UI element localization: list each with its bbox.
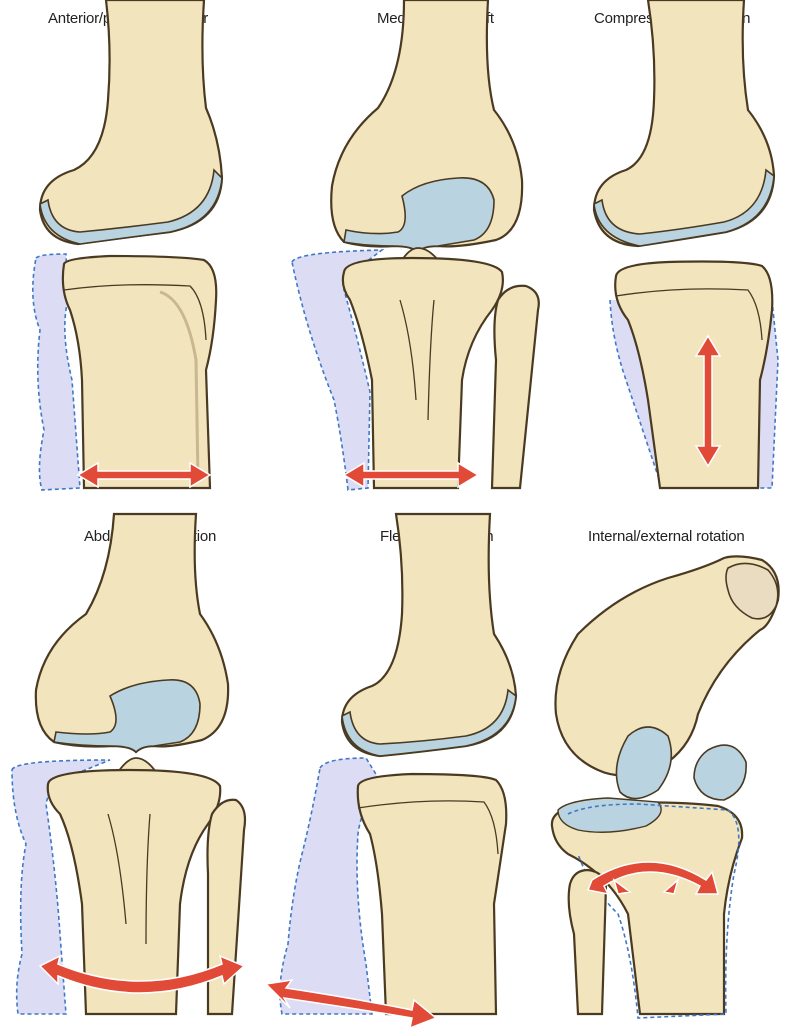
tibia-bone xyxy=(358,774,507,1014)
panel-medial-lateral-shift: Medial/lateral shift xyxy=(262,0,548,500)
panel-anterior-posterior-drawer: Anterior/posterior drawer xyxy=(0,0,262,500)
knee-lateral-view-illustration xyxy=(262,514,548,1028)
panel-abduction-adduction: Abduction/adduction xyxy=(0,514,262,1028)
lateral-condyle-cartilage xyxy=(694,745,746,800)
knee-lateral-view-illustration xyxy=(548,0,787,500)
knee-oblique-view-illustration xyxy=(548,514,787,1028)
knee-frontal-view-illustration xyxy=(0,514,262,1028)
femur-bone xyxy=(40,0,222,244)
panel-flexion-extension: Flexion/extension xyxy=(262,514,548,1028)
femur-bone xyxy=(342,514,516,756)
fibula-bone xyxy=(492,286,539,488)
femur-bone xyxy=(594,0,774,246)
panel-compression-distraction: Compression/distraction xyxy=(548,0,787,500)
knee-frontal-view-illustration xyxy=(262,0,548,500)
panel-internal-external-rotation: Internal/external rotation xyxy=(548,514,787,1028)
knee-lateral-view-illustration xyxy=(0,0,262,500)
